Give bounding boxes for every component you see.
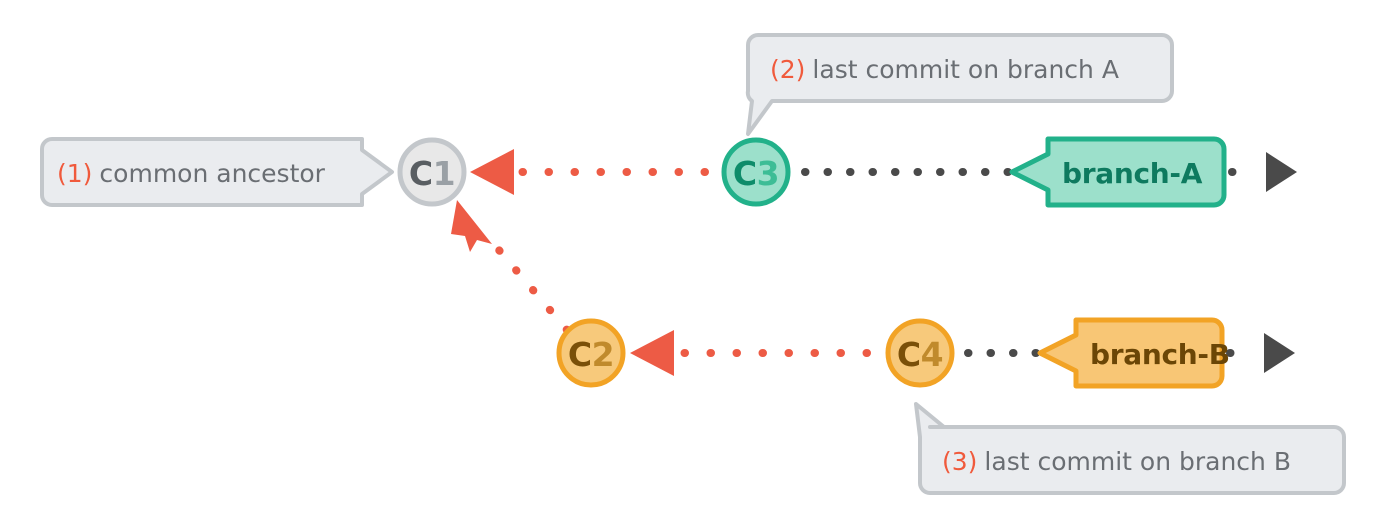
edge-c2-to-c1-arrowhead	[451, 200, 492, 252]
commit-node-c4-circle	[885, 318, 955, 388]
branch-a-tag-shape	[1009, 136, 1227, 208]
commit-node-c1-circle	[397, 137, 467, 207]
callout-last-commit-branch-a: (2)last commit on branch A	[745, 33, 1174, 136]
terminal-a-triangle-icon	[1266, 152, 1297, 192]
callout-2-number: (2)	[770, 55, 805, 84]
commit-node-c3[interactable]: C3	[721, 137, 791, 207]
branch-tag-branch-b[interactable]: branch-B	[1037, 317, 1230, 389]
callout-2-bubble	[745, 33, 1174, 136]
commit-node-c2-prefix: C	[568, 335, 592, 374]
commit-node-c3-prefix: C	[733, 154, 757, 193]
branch-b-tag-shape	[1037, 317, 1225, 389]
callout-2-text: last commit on branch A	[812, 55, 1119, 84]
edge-c2-to-c1	[451, 200, 571, 334]
branch-b-tag-label: branch-B	[1090, 338, 1230, 371]
callout-3-number: (3)	[942, 447, 977, 476]
callout-1-bubble	[40, 137, 394, 207]
terminal-b	[1226, 333, 1295, 373]
commit-node-c2-suffix: 2	[592, 335, 614, 374]
callout-3-text: last commit on branch B	[984, 447, 1291, 476]
commit-node-c4[interactable]: C4	[885, 318, 955, 388]
commit-node-c3-label: C3	[733, 154, 779, 193]
terminal-b-triangle-icon	[1264, 333, 1295, 373]
edge-c3-to-c1	[470, 149, 735, 195]
commit-node-c2-label: C2	[568, 335, 614, 374]
callout-1-label: (1)common ancestor	[57, 159, 326, 188]
edge-c3-to-c1-arrowhead	[470, 149, 514, 195]
commit-node-c2[interactable]: C2	[556, 318, 626, 388]
edge-c4-to-c2	[630, 330, 897, 376]
commit-node-c4-label: C4	[897, 335, 943, 374]
branch-tag-branch-a[interactable]: branch-A	[1009, 136, 1227, 208]
callout-1-text: common ancestor	[99, 159, 325, 188]
callout-last-commit-branch-b: (3)last commit on branch B	[914, 402, 1346, 495]
terminal-a	[1228, 152, 1297, 192]
commit-node-c3-circle	[721, 137, 791, 207]
callout-3-label: (3)last commit on branch B	[942, 447, 1291, 476]
callout-common-ancestor: (1)common ancestor	[40, 137, 394, 207]
callout-2-label: (2)last commit on branch A	[770, 55, 1119, 84]
edge-c4-to-c2-arrowhead	[630, 330, 674, 376]
edge-c2-to-c1-line	[483, 232, 571, 334]
commit-node-c1-label: C1	[409, 154, 455, 193]
commit-node-c3-suffix: 3	[757, 154, 779, 193]
branch-a-tag-label: branch-A	[1062, 157, 1203, 190]
commit-node-c2-circle	[556, 318, 626, 388]
callout-3-bubble	[914, 402, 1346, 495]
commit-node-c1-suffix: 1	[433, 154, 455, 193]
commit-node-c4-suffix: 4	[921, 335, 943, 374]
commit-node-c4-prefix: C	[897, 335, 921, 374]
commit-node-c1[interactable]: C1	[397, 137, 467, 207]
commit-node-c1-prefix: C	[409, 154, 433, 193]
callout-1-number: (1)	[57, 159, 92, 188]
